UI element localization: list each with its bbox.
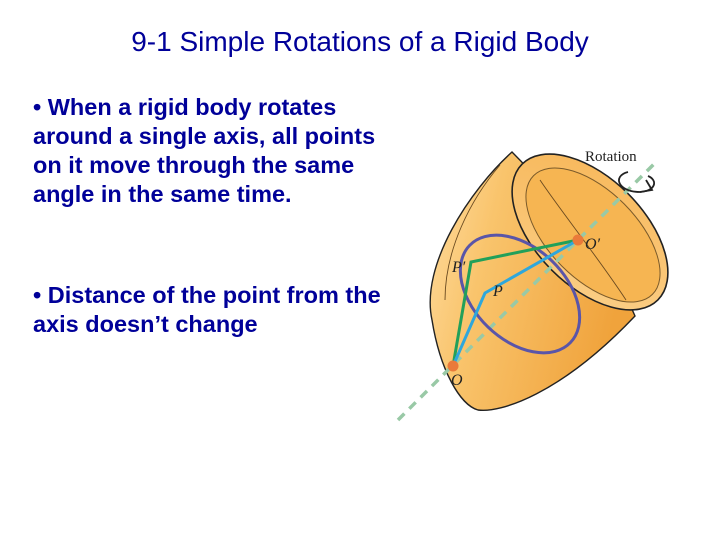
blue-radius-line [451, 238, 579, 367]
label-p: P [492, 283, 503, 300]
point-path-circle [458, 233, 582, 355]
rotation-label: Rotation [585, 149, 637, 165]
label-p-prime: P′ [451, 259, 466, 276]
slide-title: 9-1 Simple Rotations of a Rigid Body [131, 26, 589, 57]
point-o [447, 360, 459, 372]
label-o-prime: O′ [585, 236, 601, 253]
rim-inner [525, 167, 661, 303]
label-o: O [451, 372, 463, 389]
bullet-rotation-angle: • When a rigid body rotates around a sin… [33, 94, 376, 207]
green-radius-line [451, 238, 579, 367]
body-contour-line [444, 164, 501, 301]
rotation-arrow-icon [618, 171, 655, 193]
bullet-distance: • Distance of the point from the axis do… [33, 282, 381, 337]
point-o-prime [572, 234, 584, 246]
rigid-body-rotation-figure: Rotation O′ P′ P O [396, 149, 669, 422]
rotation-axis [396, 158, 660, 422]
